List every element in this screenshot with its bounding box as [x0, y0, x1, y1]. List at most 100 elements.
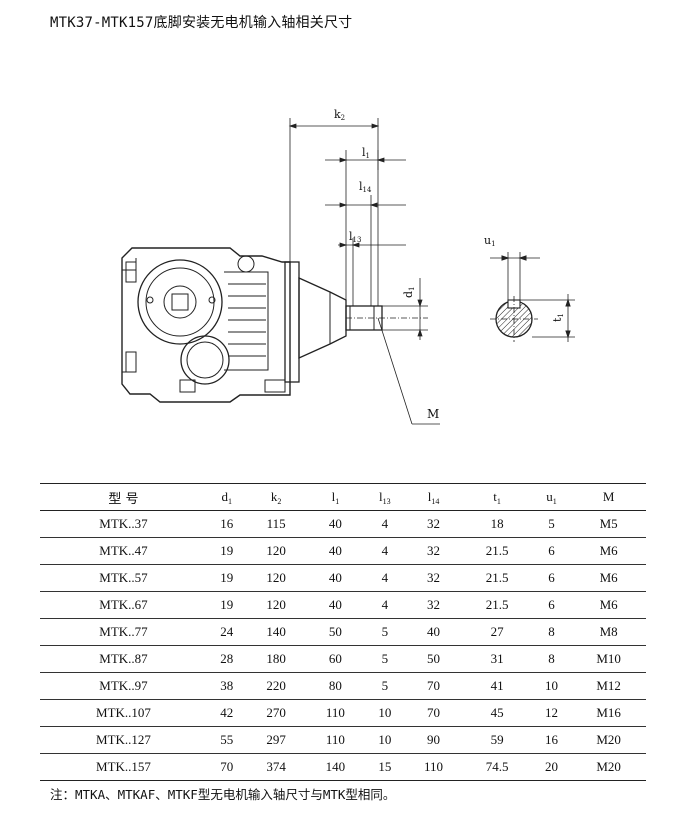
table-cell: M20 — [596, 732, 621, 747]
label-d1: d1 — [402, 286, 416, 298]
table-cell: M16 — [596, 705, 621, 720]
table-cell: 40 — [328, 570, 342, 585]
table-cell: 110 — [325, 705, 345, 720]
table-cell: 220 — [266, 678, 286, 693]
table-cell: 4 — [381, 597, 389, 612]
table-cell: 90 — [427, 732, 441, 747]
column-header: u1 — [532, 484, 572, 511]
flange — [284, 261, 300, 383]
table-cell: 19 — [220, 570, 234, 585]
table-cell: 4 — [381, 516, 389, 531]
table-cell: MTK..67 — [99, 597, 148, 612]
table-cell: 12 — [544, 705, 558, 720]
table-cell: 19 — [220, 543, 234, 558]
table-cell: 70 — [427, 705, 441, 720]
table-cell: 297 — [266, 732, 286, 747]
table-cell: M10 — [596, 651, 621, 666]
table-cell: 32 — [427, 516, 441, 531]
table-cell: 6 — [548, 570, 555, 585]
label-M: M — [427, 407, 439, 421]
column-header: M — [571, 484, 646, 511]
table-cell: M8 — [599, 624, 618, 639]
column-header-subscript: 1 — [335, 496, 340, 506]
table-cell: 270 — [266, 705, 286, 720]
column-header: 型 号 — [40, 484, 207, 511]
table-cell: 140 — [325, 759, 346, 774]
table-cell: MTK..97 — [99, 678, 148, 693]
cone-adapter — [298, 276, 347, 360]
table-cell: M6 — [599, 597, 618, 612]
table-cell: 5 — [381, 678, 389, 693]
table-cell: 40 — [328, 543, 342, 558]
table-cell: 24 — [220, 624, 234, 639]
table-cell: M6 — [599, 543, 618, 558]
column-header-main: M — [602, 489, 615, 504]
column-header-main: k — [270, 488, 278, 504]
table-cell: M6 — [599, 570, 618, 585]
table-cell: 59 — [490, 732, 504, 747]
table-cell: 21.5 — [485, 570, 509, 585]
column-header-subscript: 1 — [496, 496, 501, 506]
table-cell: 70 — [220, 759, 234, 774]
table-cell: 18 — [490, 516, 504, 531]
column-header-main: l — [331, 488, 336, 504]
table-cell: 32 — [427, 597, 441, 612]
table-cell: 115 — [266, 516, 286, 531]
footnote: 注：MTKA、MTKAF、MTKF型无电机输入轴尺寸与MTK型相同。 — [50, 787, 396, 802]
column-header-main: u — [546, 488, 553, 504]
table-cell: 19 — [220, 597, 234, 612]
column-header: l13 — [365, 484, 405, 511]
table-cell: MTK..107 — [96, 705, 151, 720]
label-u1: u1 — [484, 234, 496, 248]
table-cell: MTK..77 — [99, 624, 148, 639]
table-cell: 120 — [266, 570, 286, 585]
table-cell: 20 — [544, 759, 558, 774]
table-cell: MTK..57 — [99, 570, 148, 585]
table-cell: 10 — [378, 705, 392, 720]
table-cell: 40 — [328, 597, 342, 612]
column-header: d1 — [207, 484, 247, 511]
label-l1: l1 — [362, 146, 370, 160]
table-cell: 74.5 — [485, 759, 509, 774]
table-cell: 50 — [427, 651, 441, 666]
column-header-main: l — [379, 488, 383, 504]
table-cell: 16 — [544, 732, 558, 747]
table-cell: 27 — [490, 624, 504, 639]
input-shaft — [345, 305, 428, 331]
table-cell: 21.5 — [485, 543, 509, 558]
table-cell: 140 — [266, 624, 286, 639]
table-cell: 120 — [266, 543, 286, 558]
column-header: k2 — [246, 484, 305, 511]
table-cell: MTK..127 — [96, 732, 151, 747]
table-cell: 60 — [328, 651, 342, 666]
table-cell: M20 — [596, 759, 621, 774]
table-cell: 4 — [381, 570, 389, 585]
table-cell: 6 — [548, 543, 555, 558]
column-header: l1 — [306, 484, 365, 511]
technical-drawing: k2 l1 l14 l13 d1 M u1 t1 — [121, 108, 575, 425]
table-cell: 10 — [378, 732, 392, 747]
table-row: MTK..57 19 120 40 4 32 21.5 6 M6 — [40, 565, 646, 592]
shaft-cross-section — [490, 252, 575, 342]
label-t1: t1 — [551, 313, 565, 322]
label-l14: l14 — [359, 180, 372, 194]
table-cell: 32 — [427, 570, 441, 585]
table-cell: 41 — [490, 678, 504, 693]
table-cell: M5 — [599, 516, 618, 531]
table-cell: 31 — [490, 651, 504, 666]
table-cell: 15 — [378, 759, 392, 774]
table-cell: 4 — [381, 543, 389, 558]
table-cell: 5 — [548, 516, 555, 531]
column-header-main: 型 号 — [108, 491, 139, 507]
table-cell: 180 — [266, 651, 286, 666]
table-cell: 110 — [424, 759, 444, 774]
